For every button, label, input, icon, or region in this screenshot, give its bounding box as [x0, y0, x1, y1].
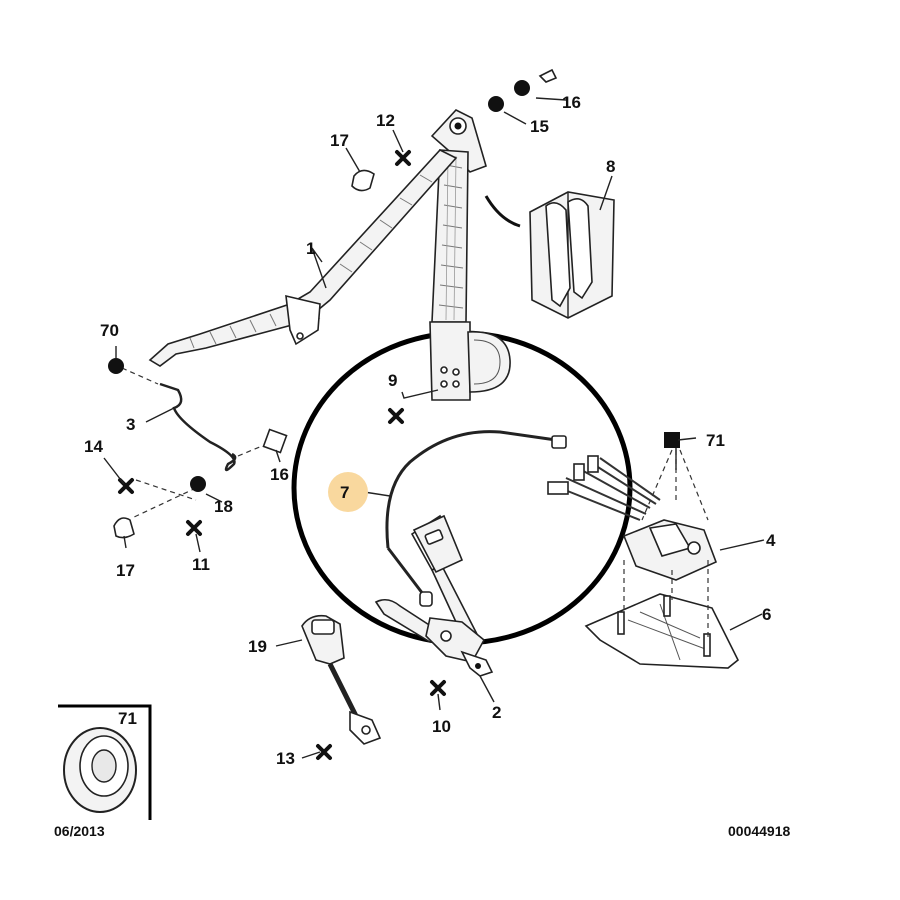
callout-14: 14 — [84, 437, 103, 456]
callout-11: 11 — [192, 555, 210, 574]
callout-70: 70 — [100, 321, 119, 340]
callout-4: 4 — [766, 531, 776, 550]
callout-16-left: 16 — [270, 465, 289, 484]
buckle-19 — [301, 614, 382, 745]
pretensioner-unit — [484, 191, 615, 319]
filled-circle-icon — [514, 80, 530, 96]
callout-labels: 1 12 17 16 15 8 9 70 3 14 16 18 17 11 7 … — [84, 93, 776, 768]
filled-circle-icon — [108, 358, 124, 374]
cross-icon — [186, 520, 202, 536]
trim-cap-lower — [113, 517, 135, 539]
retractor — [429, 321, 511, 401]
cross-icon — [395, 150, 411, 166]
washer-top — [538, 68, 558, 83]
callout-71-inset: 71 — [118, 709, 137, 728]
filled-square-icon — [664, 432, 680, 448]
upper-anchor — [430, 109, 487, 173]
trim-cap-upper — [351, 169, 375, 192]
callout-17-bottom: 17 — [116, 561, 135, 580]
callout-7: 7 — [340, 483, 349, 502]
buckle-tongue — [412, 514, 464, 574]
callout-3: 3 — [126, 415, 135, 434]
callout-13: 13 — [276, 749, 295, 768]
cross-icon — [316, 744, 332, 760]
callout-9: 9 — [388, 371, 397, 390]
callout-17-top: 17 — [330, 131, 349, 150]
callout-16-top: 16 — [562, 93, 581, 112]
belt-webbing — [148, 149, 469, 367]
callout-2: 2 — [492, 703, 501, 722]
cross-icon — [388, 408, 404, 424]
assembly-lines — [131, 449, 709, 640]
footer-date: 06/2013 — [54, 823, 105, 839]
callout-19: 19 — [248, 637, 267, 656]
callout-71-top: 71 — [706, 431, 725, 450]
footer-reference: 00044918 — [728, 823, 791, 839]
callout-10: 10 — [432, 717, 451, 736]
callout-18: 18 — [214, 497, 233, 516]
leader-lines — [103, 97, 765, 759]
filled-circle-icon — [488, 96, 504, 112]
bolt-markers — [108, 80, 530, 492]
wiring-harness — [385, 430, 567, 599]
callout-6: 6 — [762, 605, 771, 624]
callout-15: 15 — [530, 117, 549, 136]
cross-icon — [430, 680, 446, 696]
callout-12: 12 — [376, 111, 395, 130]
mounting-bracket — [584, 593, 740, 669]
square-nut — [262, 428, 288, 454]
cable-clip — [121, 367, 263, 472]
callout-8: 8 — [606, 157, 615, 176]
grommet-icon — [63, 727, 137, 813]
inset-box: 71 — [58, 704, 152, 820]
control-unit — [547, 455, 718, 581]
callout-1: 1 — [306, 239, 315, 258]
filled-circle-icon — [190, 476, 206, 492]
highlight-marker — [328, 472, 368, 512]
screw-markers — [118, 150, 446, 760]
